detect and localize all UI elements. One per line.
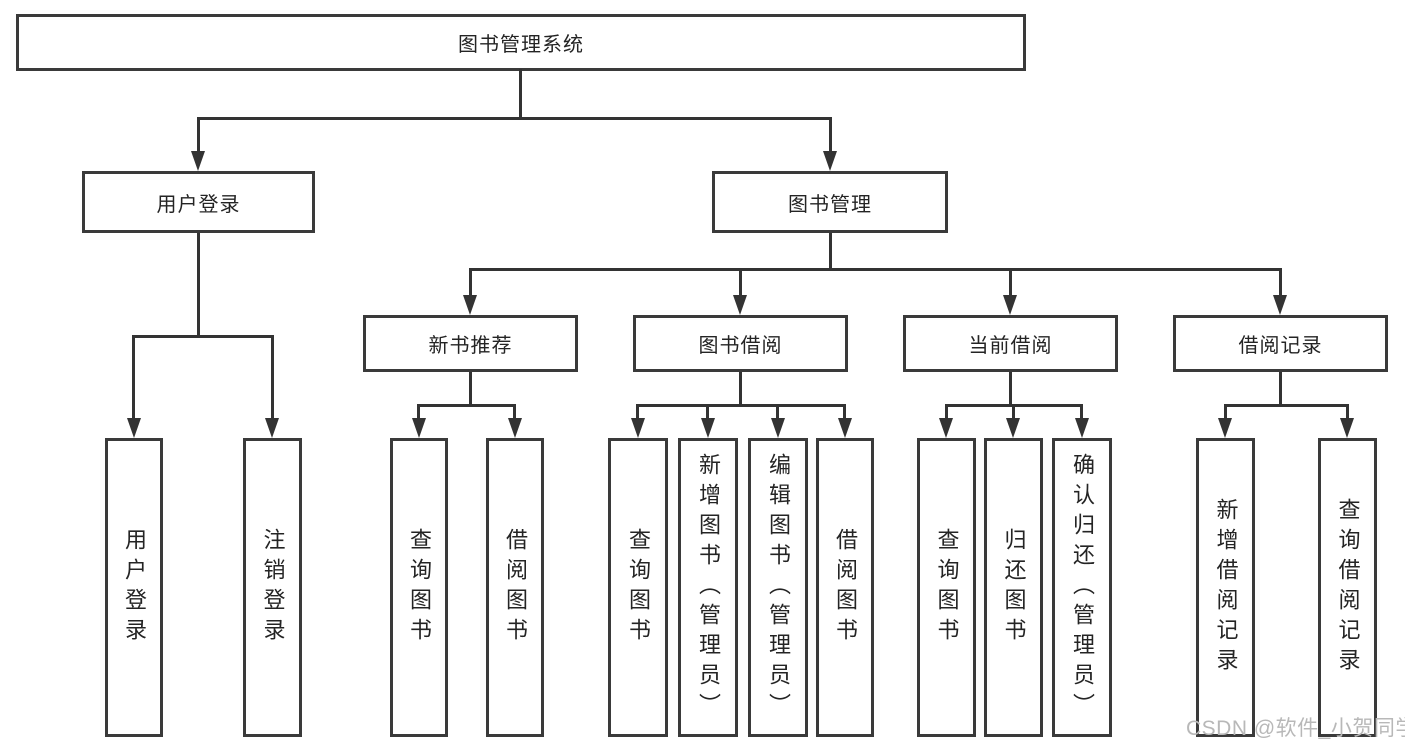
leaf-query-books-current: 查询图书 — [917, 438, 976, 737]
connector-l1-horizontal — [197, 117, 832, 120]
node-label: 新书推荐 — [428, 335, 513, 357]
leaf-query-borrow-record: 查询借阅记录 — [1318, 438, 1377, 737]
connector-stub — [739, 268, 742, 297]
arrow-down-icon — [733, 295, 747, 315]
arrow-down-icon — [771, 418, 785, 438]
connector-userlogin-horizontal — [132, 335, 274, 338]
leaf-label: 新增借阅记录 — [1213, 497, 1239, 678]
leaf-label: 注销登录 — [260, 527, 286, 648]
leaf-label: 查询借阅记录 — [1335, 497, 1361, 678]
node-root-label: 图书管理系统 — [458, 34, 584, 56]
node-label: 用户登录 — [156, 193, 241, 216]
arrow-down-icon — [412, 418, 426, 438]
node-borrow-records: 借阅记录 — [1173, 315, 1388, 372]
connector-horizontal — [636, 404, 846, 407]
connector-stub — [1279, 268, 1282, 297]
connector-l1-stub-right — [829, 117, 832, 153]
connector-drop — [739, 372, 742, 407]
leaf-label: 新增图书（管理员） — [696, 452, 721, 723]
leaf-borrow-books-recommend: 借阅图书 — [486, 438, 544, 737]
connector-stub — [1346, 404, 1349, 420]
leaf-label: 查询图书 — [626, 527, 651, 648]
connector-stub — [1009, 268, 1012, 297]
arrow-down-icon — [1340, 418, 1354, 438]
node-book-borrow: 图书借阅 — [633, 315, 848, 372]
arrow-down-icon — [191, 151, 205, 171]
connector-stub — [1012, 404, 1015, 420]
leaf-add-borrow-record: 新增借阅记录 — [1196, 438, 1255, 737]
node-book-management: 图书管理 — [712, 171, 948, 233]
connector-drop — [1279, 372, 1282, 407]
node-user-login: 用户登录 — [82, 171, 315, 233]
connector-stub — [706, 404, 709, 420]
node-label: 图书借阅 — [698, 335, 783, 357]
connector-userlogin-drop — [197, 233, 200, 337]
leaf-query-books-recommend: 查询图书 — [390, 438, 448, 737]
connector-horizontal — [1224, 404, 1349, 407]
connector-l1-stub-left — [197, 117, 200, 153]
arrow-down-icon — [127, 418, 141, 438]
connector-stub — [132, 335, 135, 420]
leaf-add-book-admin: 新增图书（管理员） — [678, 438, 738, 737]
node-label: 借阅记录 — [1238, 335, 1323, 357]
leaf-label: 查询图书 — [407, 527, 432, 648]
node-current-borrow: 当前借阅 — [903, 315, 1118, 372]
arrow-down-icon — [463, 295, 477, 315]
leaf-label: 归还图书 — [1001, 527, 1027, 648]
arrow-down-icon — [1273, 295, 1287, 315]
connector-stub — [945, 404, 948, 420]
connector-stub — [513, 404, 516, 420]
watermark-text: CSDN @软件_小贺同学 — [1186, 717, 1405, 740]
connector-drop — [469, 372, 472, 407]
node-new-book-recommend: 新书推荐 — [363, 315, 578, 372]
arrow-down-icon — [1006, 418, 1020, 438]
connector-stub — [636, 404, 639, 420]
leaf-confirm-return-admin: 确认归还（管理员） — [1052, 438, 1112, 737]
node-label: 当前借阅 — [968, 335, 1053, 357]
leaf-edit-book-admin: 编辑图书（管理员） — [748, 438, 808, 737]
leaf-query-books-borrow: 查询图书 — [608, 438, 668, 737]
connector-drop — [1009, 372, 1012, 407]
leaf-label: 编辑图书（管理员） — [766, 452, 791, 723]
leaf-label: 查询图书 — [934, 527, 960, 648]
arrow-down-icon — [1218, 418, 1232, 438]
connector-root-drop — [519, 69, 522, 119]
connector-stub — [417, 404, 420, 420]
connector-stub — [843, 404, 846, 420]
arrow-down-icon — [838, 418, 852, 438]
node-label: 图书管理 — [788, 193, 872, 216]
connector-l2-horizontal — [469, 268, 1282, 271]
node-root: 图书管理系统 — [16, 14, 1026, 71]
arrow-down-icon — [265, 418, 279, 438]
arrow-down-icon — [631, 418, 645, 438]
leaf-label: 借阅图书 — [833, 527, 858, 648]
connector-stub — [469, 268, 472, 297]
connector-stub — [1224, 404, 1227, 420]
connector-stub — [776, 404, 779, 420]
arrow-down-icon — [508, 418, 522, 438]
arrow-down-icon — [939, 418, 953, 438]
leaf-label: 借阅图书 — [503, 527, 528, 648]
arrow-down-icon — [1003, 295, 1017, 315]
leaf-logout: 注销登录 — [243, 438, 302, 737]
leaf-label: 用户登录 — [122, 527, 147, 648]
connector-stub — [1080, 404, 1083, 420]
connector-bookmgmt-drop — [829, 233, 832, 271]
leaf-label: 确认归还（管理员） — [1070, 452, 1095, 723]
connector-stub — [271, 335, 274, 420]
leaf-user-login: 用户登录 — [105, 438, 163, 737]
connector-horizontal — [417, 404, 516, 407]
arrow-down-icon — [823, 151, 837, 171]
leaf-borrow-books: 借阅图书 — [816, 438, 874, 737]
leaf-return-books: 归还图书 — [984, 438, 1043, 737]
arrow-down-icon — [701, 418, 715, 438]
arrow-down-icon — [1075, 418, 1089, 438]
